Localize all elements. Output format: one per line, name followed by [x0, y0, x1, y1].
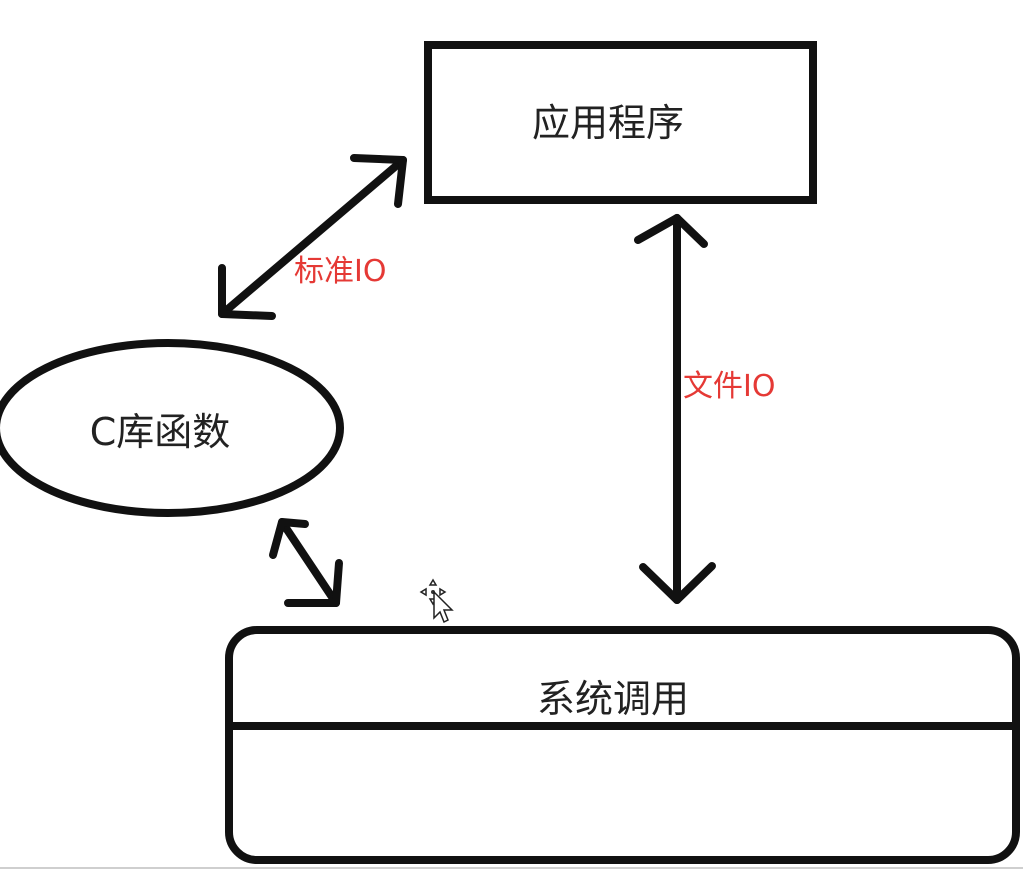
- file-io-head-top: [634, 214, 708, 248]
- system-call-box: [225, 626, 1020, 864]
- c-library-ellipse: [0, 339, 344, 517]
- standard-io-arrow: [218, 154, 407, 320]
- system-call-node: 系统调用: [225, 626, 1020, 864]
- c-library-node: C库函数: [0, 339, 344, 517]
- application-label: 应用程序: [532, 101, 684, 145]
- lib-to-syscall-head-top: [269, 518, 309, 559]
- standard-io-shaft: [218, 156, 407, 318]
- application-box: [424, 41, 817, 204]
- file-io-label: 文件IO: [683, 369, 775, 404]
- lib-to-syscall-shaft: [278, 518, 340, 607]
- file-io-head-bottom: [639, 562, 716, 604]
- file-io-arrow: [634, 214, 716, 604]
- c-library-label: C库函数: [90, 410, 231, 454]
- standard-io-label: 标准IO: [294, 254, 386, 289]
- lib-to-syscall-head-bottom: [284, 559, 343, 607]
- standard-io-head-bottom: [218, 264, 276, 320]
- application-node: 应用程序: [424, 41, 817, 204]
- lib-to-syscall-arrow: [269, 518, 343, 607]
- standard-io-head-top: [350, 154, 407, 208]
- move-cursor-icon: [419, 578, 454, 624]
- system-call-label: 系统调用: [537, 677, 689, 721]
